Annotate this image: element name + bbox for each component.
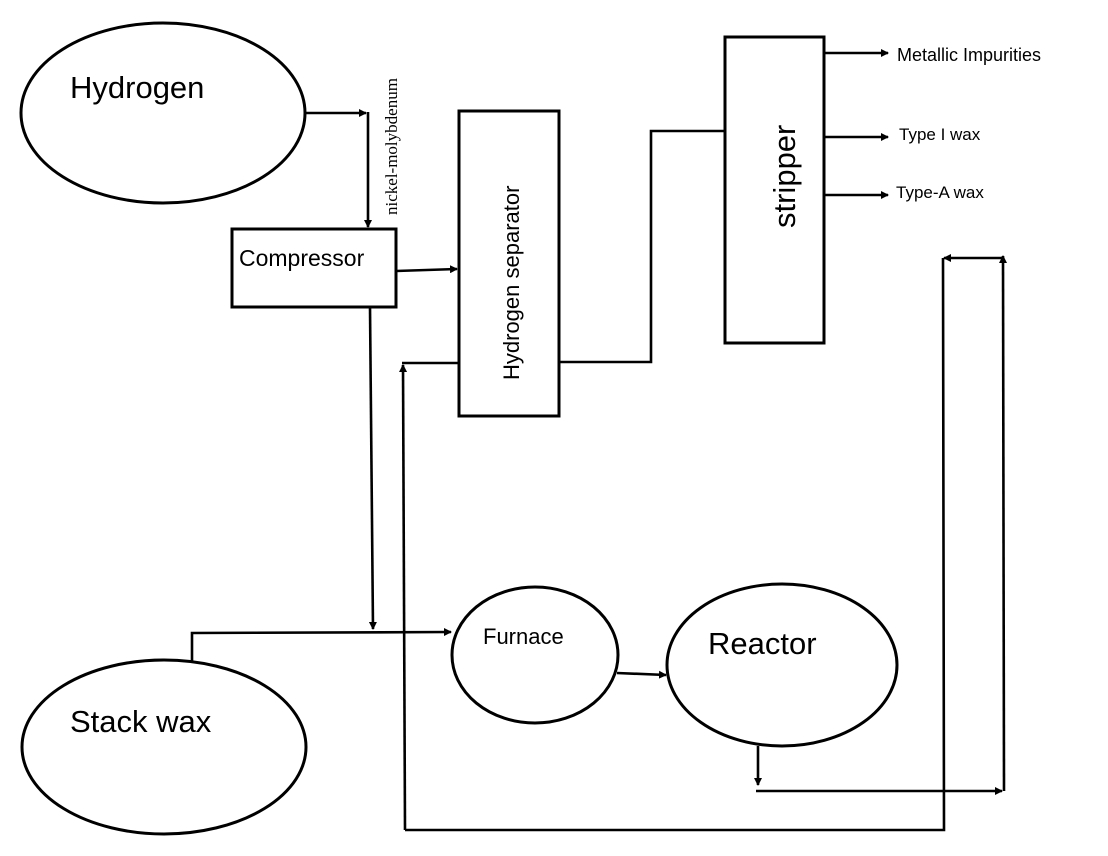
- hydrogen-ellipse: [19, 21, 307, 205]
- output-type-i-wax: Type I wax: [899, 125, 981, 144]
- stack-wax-ellipse: [20, 658, 308, 836]
- compressor-label: Compressor: [239, 245, 365, 271]
- stack-wax-to-furnace-arrow: [190, 628, 452, 661]
- furnace-label: Furnace: [483, 624, 564, 649]
- hydrogen-separator-node: Hydrogen separator: [457, 109, 561, 418]
- stripper-label: stripper: [767, 125, 802, 228]
- stripper-node: stripper: [723, 35, 826, 345]
- hydrogen-separator-box: [457, 109, 561, 418]
- output-type-a-wax: Type-A wax: [896, 183, 984, 202]
- stack-wax-label: Stack wax: [70, 704, 212, 739]
- recycle-up-arrow: [399, 364, 408, 831]
- separator-to-stripper-line: [559, 129, 724, 364]
- hydrogen-node: Hydrogen: [19, 21, 307, 205]
- hydrogen-label: Hydrogen: [70, 70, 204, 105]
- catalyst-label: nickel-molybdenum: [382, 78, 401, 215]
- stripper-box: [723, 35, 826, 345]
- stack-wax-node: Stack wax: [20, 658, 308, 836]
- furnace-to-reactor-arrow: [616, 670, 667, 679]
- output-metallic-impurities: Metallic Impurities: [897, 45, 1041, 65]
- reactor-ellipse: [665, 582, 899, 748]
- return-loop-line: [405, 257, 946, 832]
- riser-up-arrow: [999, 255, 1008, 792]
- compressor-down-arrow: [368, 306, 377, 630]
- furnace-ellipse: [450, 585, 620, 725]
- compressor-node: Compressor: [230, 227, 398, 309]
- compressor-box: [230, 227, 398, 309]
- compressor-to-separator-arrow: [395, 265, 458, 274]
- reactor-node: Reactor: [665, 582, 899, 748]
- hydrogen-separator-label: Hydrogen separator: [499, 186, 524, 380]
- furnace-node: Furnace: [450, 585, 620, 725]
- reactor-label: Reactor: [708, 626, 817, 661]
